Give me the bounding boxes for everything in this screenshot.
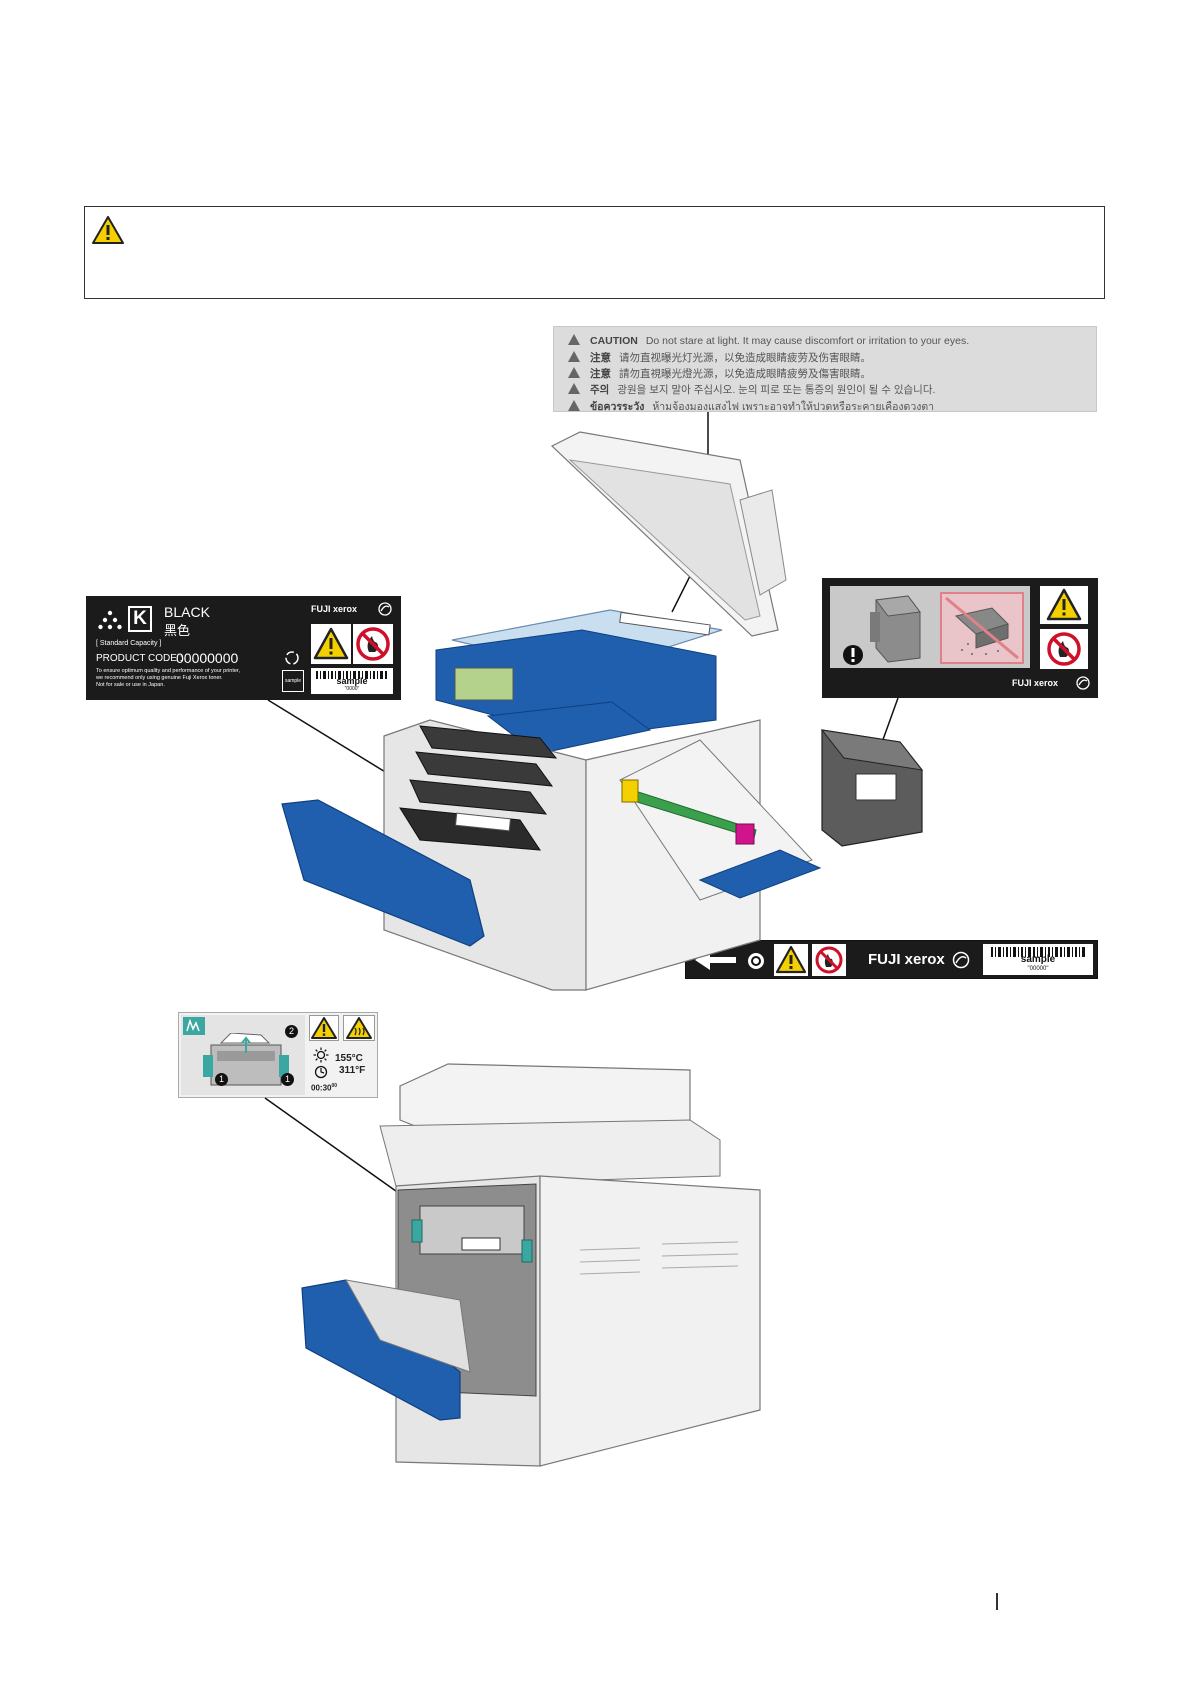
warning-box (84, 206, 1105, 299)
no-tilt-icon (945, 596, 1019, 660)
fuser-label-sticker (461, 1237, 501, 1251)
caution-line: 注意請勿直視曝光燈光源，以免造成眼睛疲勞及傷害眼睛。 (568, 366, 871, 381)
step-1-marker: 1 (281, 1073, 294, 1086)
toner-cartridge (419, 725, 558, 759)
timer-icon (314, 1065, 328, 1079)
no-fire-icon (1047, 632, 1081, 666)
adf-tray (739, 489, 787, 596)
brand-logo: FUJI xerox (868, 951, 945, 968)
sun-icon (313, 1047, 329, 1063)
printer-rear-illustration (301, 1063, 761, 1467)
warning-icon-box (311, 624, 351, 664)
brand-logo: FUJI xerox (311, 604, 358, 614)
toner-label: K BLACK 黑色 [ Standard Capacity ] PRODUCT… (86, 596, 401, 700)
no-fire-icon (356, 627, 390, 661)
toner-note-3: Not for sale or use in Japan. (96, 682, 165, 688)
hot-surface-icon (346, 1017, 372, 1039)
warning-icon (775, 945, 807, 974)
brand-globe-icon (1076, 676, 1090, 690)
scanner-unit (379, 1119, 721, 1187)
waste-box-drawing (870, 595, 921, 663)
step-2-marker: 2 (285, 1025, 298, 1038)
prohibited-box (940, 592, 1024, 664)
brand-globe-icon (378, 602, 392, 616)
barcode-icon (316, 671, 387, 679)
no-fire-icon (815, 946, 843, 974)
fuser-drawing (203, 1033, 289, 1086)
warning-icon (92, 216, 124, 244)
fuser-illustration: 1 1 2 (181, 1015, 305, 1095)
transfer-belt-label: FUJI xerox sample "00000" (685, 940, 1098, 979)
waste-box-illustration (830, 586, 1030, 668)
temperature-fahrenheit: 311°F (339, 1065, 366, 1076)
belt-handle-yellow (621, 779, 639, 803)
no-fire-icon-box (1040, 629, 1088, 669)
color-letter-box: K (128, 606, 152, 632)
temperature-celsius: 155°C (335, 1053, 363, 1064)
toner-label-sticker (454, 812, 512, 832)
toner-cartridge (409, 779, 548, 815)
caution-line: 注意请勿直视曝光灯光源，以免造成眼睛疲劳及伤害眼睛。 (568, 350, 871, 365)
brand-logo: FUJI xerox (1012, 678, 1059, 688)
page-number-divider (996, 1593, 998, 1610)
barcode-box: sample "0000" (311, 668, 393, 694)
warning-icon (1046, 588, 1082, 621)
fuser-lever-right (521, 1239, 533, 1263)
mandatory-action-icon (843, 645, 863, 665)
warning-icon (313, 627, 349, 660)
toner-dots-icon (98, 610, 122, 630)
no-fire-icon-box (353, 624, 393, 664)
barcode-number: "00000" (1027, 966, 1049, 972)
warning-icon-box (309, 1015, 339, 1041)
waste-toner-label: FUJI xerox (822, 578, 1098, 698)
color-name: BLACK (164, 604, 210, 620)
brand-globe-icon (952, 951, 970, 969)
product-code: 00000000 (176, 650, 239, 666)
belt-handle-magenta (735, 823, 755, 845)
control-panel (435, 629, 717, 739)
lcd-screen (454, 667, 514, 701)
fuser-lever-left (411, 1219, 423, 1243)
side-tray (698, 849, 822, 899)
warning-icon-box (1040, 586, 1088, 624)
barcode-box: sample "00000" (983, 944, 1093, 975)
capacity-text: [ Standard Capacity ] (96, 640, 162, 647)
toner-cartridge (415, 751, 554, 787)
fuser-label: 1 1 2 155°C 311°F 00:3000 (178, 1012, 378, 1098)
warning-icon-box (774, 944, 808, 976)
toner-note-1: To ensure optimum quality and performanc… (96, 668, 240, 674)
waste-box-label-sticker (855, 773, 897, 801)
recycle-disc-icon (748, 953, 764, 969)
barcode-number: "0000" (344, 686, 360, 692)
cooldown-time: 00:3000 (311, 1083, 338, 1093)
barcode-text: sample (336, 676, 368, 686)
scanner-glass-label (619, 611, 711, 636)
small-sample-box: sample (282, 670, 304, 692)
recycle-icon (285, 651, 299, 665)
front-door (281, 799, 485, 947)
color-name-cjk: 黑色 (164, 624, 191, 639)
warning-icon (311, 1017, 337, 1039)
paper-jam-icon (183, 1017, 205, 1035)
step-1-marker: 1 (215, 1073, 228, 1086)
side-body (539, 1175, 761, 1467)
toner-note-2: we recommend only using genuine Fuji Xer… (96, 675, 223, 681)
side-vents (579, 1241, 739, 1275)
hot-surface-icon-box (343, 1015, 375, 1041)
barcode-icon (991, 947, 1085, 957)
printer-front-illustration (281, 431, 822, 991)
no-fire-icon-box (812, 944, 846, 976)
waste-toner-box-illustration (820, 729, 924, 847)
product-code-label: PRODUCT CODE : (96, 653, 183, 664)
barcode-text: sample (1020, 954, 1056, 965)
caution-line: ข้อควรระวังห้ามจ้องมองแสงไฟ เพราะอาจทำให… (568, 398, 934, 415)
